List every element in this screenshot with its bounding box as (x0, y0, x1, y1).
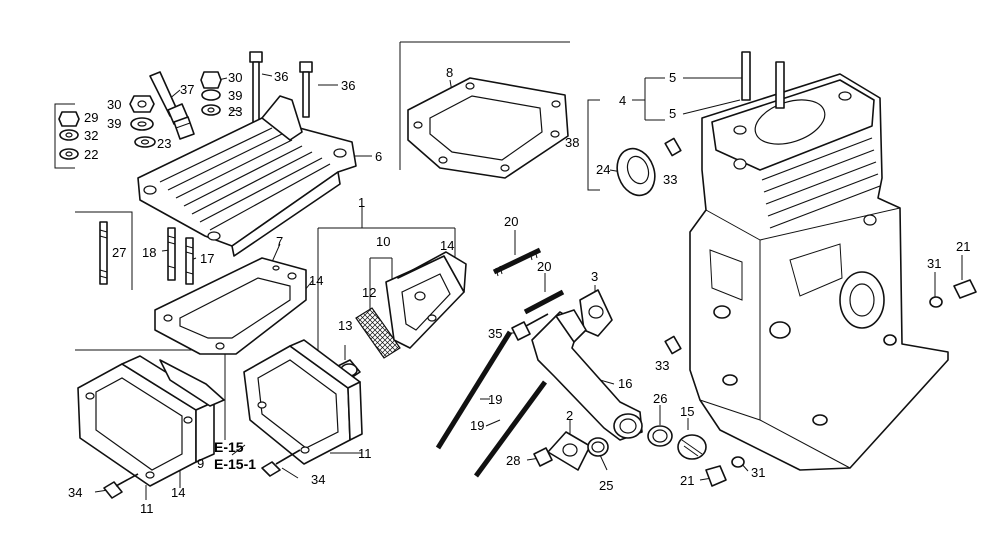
callout-28: 28 (506, 453, 520, 468)
callout-30: 30 (228, 70, 242, 85)
callout-34: 34 (311, 472, 325, 487)
callout-39: 39 (228, 88, 242, 103)
callout-24: 24 (596, 162, 610, 177)
callout-36: 36 (341, 78, 355, 93)
callout-2: 2 (566, 408, 573, 423)
callout-29: 29 (84, 110, 98, 125)
callout-12: 12 (362, 285, 376, 300)
callout-7: 7 (276, 234, 283, 249)
studs (99, 221, 194, 285)
long-studs (435, 247, 565, 478)
dowel-pins (664, 137, 682, 355)
callout-25: 25 (599, 478, 613, 493)
cap-15 (677, 434, 707, 460)
reed-case-left (77, 355, 225, 487)
head-bolts (249, 51, 313, 125)
callout-32: 32 (84, 128, 98, 143)
callout-14: 14 (440, 238, 454, 253)
callout-30: 30 (107, 97, 121, 112)
callout-21: 21 (956, 239, 970, 254)
callout-3: 3 (591, 269, 598, 284)
callout-5: 5 (669, 106, 676, 121)
callout-1: 1 (358, 195, 365, 210)
callout-labels: 37 30 30 36 36 39 39 23 23 29 32 22 6 8 … (68, 65, 970, 516)
callout-31: 31 (927, 256, 941, 271)
callout-35: 35 (488, 326, 502, 341)
callout-9: 9 (197, 456, 204, 471)
callout-11: 11 (358, 446, 372, 461)
callout-37: 37 (180, 82, 194, 97)
callout-10: 10 (376, 234, 390, 249)
callout-11: 11 (140, 501, 154, 516)
callout-5: 5 (669, 70, 676, 85)
head-gasket-lower (154, 257, 307, 355)
insulator-plate-middle (243, 339, 363, 465)
callout-23: 23 (157, 136, 171, 151)
reference-e-15: E-15 (214, 439, 244, 455)
callout-31: 31 (751, 465, 765, 480)
exhaust-pipe (531, 309, 643, 441)
cylinder-head (137, 95, 357, 257)
callout-23: 23 (228, 104, 242, 119)
callout-20: 20 (504, 214, 518, 229)
callout-16: 16 (618, 376, 632, 391)
flange-and-gaskets (533, 425, 673, 471)
callout-19: 19 (488, 392, 502, 407)
nuts-washers-group (58, 71, 222, 160)
callout-39: 39 (107, 116, 121, 131)
callout-17: 17 (200, 251, 214, 266)
callout-14: 14 (171, 485, 185, 500)
spark-plug (149, 71, 195, 140)
callout-19: 19 (470, 418, 484, 433)
head-gasket-upper (407, 77, 569, 179)
callout-20: 20 (537, 259, 551, 274)
callout-36: 36 (274, 69, 288, 84)
oil-seal (616, 147, 656, 197)
callout-14: 14 (309, 273, 323, 288)
bolts-34 (103, 449, 301, 499)
drain-bolts (705, 279, 977, 487)
callout-13: 13 (338, 318, 352, 333)
callout-15: 15 (680, 404, 694, 419)
callout-8: 8 (446, 65, 453, 80)
callout-18: 18 (142, 245, 156, 260)
callout-6: 6 (375, 149, 382, 164)
crankcase-block (689, 51, 949, 471)
callout-33: 33 (663, 172, 677, 187)
callout-38: 38 (565, 135, 579, 150)
callout-33: 33 (655, 358, 669, 373)
callout-27: 27 (112, 245, 126, 260)
callout-21: 21 (680, 473, 694, 488)
bolt-35 (511, 313, 549, 341)
reed-valve-assembly (337, 251, 467, 381)
reference-e-15-1: E-15-1 (214, 456, 256, 472)
callout-26: 26 (653, 391, 667, 406)
callout-34: 34 (68, 485, 82, 500)
callout-4: 4 (619, 93, 626, 108)
callout-22: 22 (84, 147, 98, 162)
